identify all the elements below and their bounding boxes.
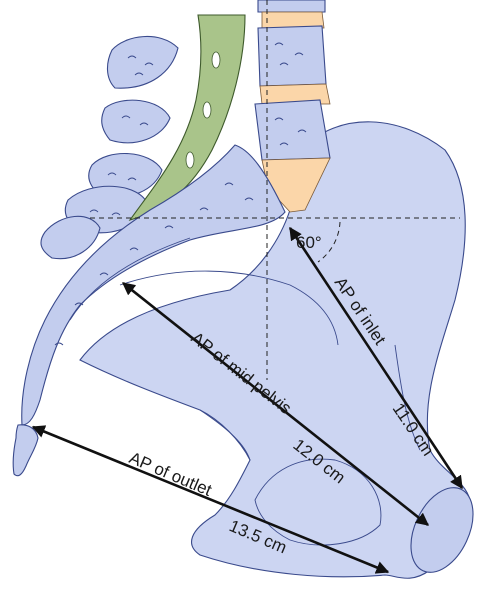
lumbar-vertebra-2: [258, 26, 326, 86]
lumbar-vertebra-1: [258, 0, 325, 12]
ap-outlet-label: AP of outlet: [126, 448, 214, 500]
intervertebral-disc-1: [262, 12, 324, 28]
angle-label: 60°: [296, 233, 322, 252]
rectum-lumen-mark: [203, 102, 211, 118]
posterior-arch-5: [41, 216, 100, 258]
posterior-arch-2: [102, 100, 170, 143]
rectum-lumen-mark: [186, 152, 194, 168]
rectum-lumen-mark: [212, 52, 220, 68]
posterior-arch-1: [107, 36, 178, 88]
lumbar-vertebra-3: [255, 100, 330, 160]
coccyx: [13, 425, 38, 476]
